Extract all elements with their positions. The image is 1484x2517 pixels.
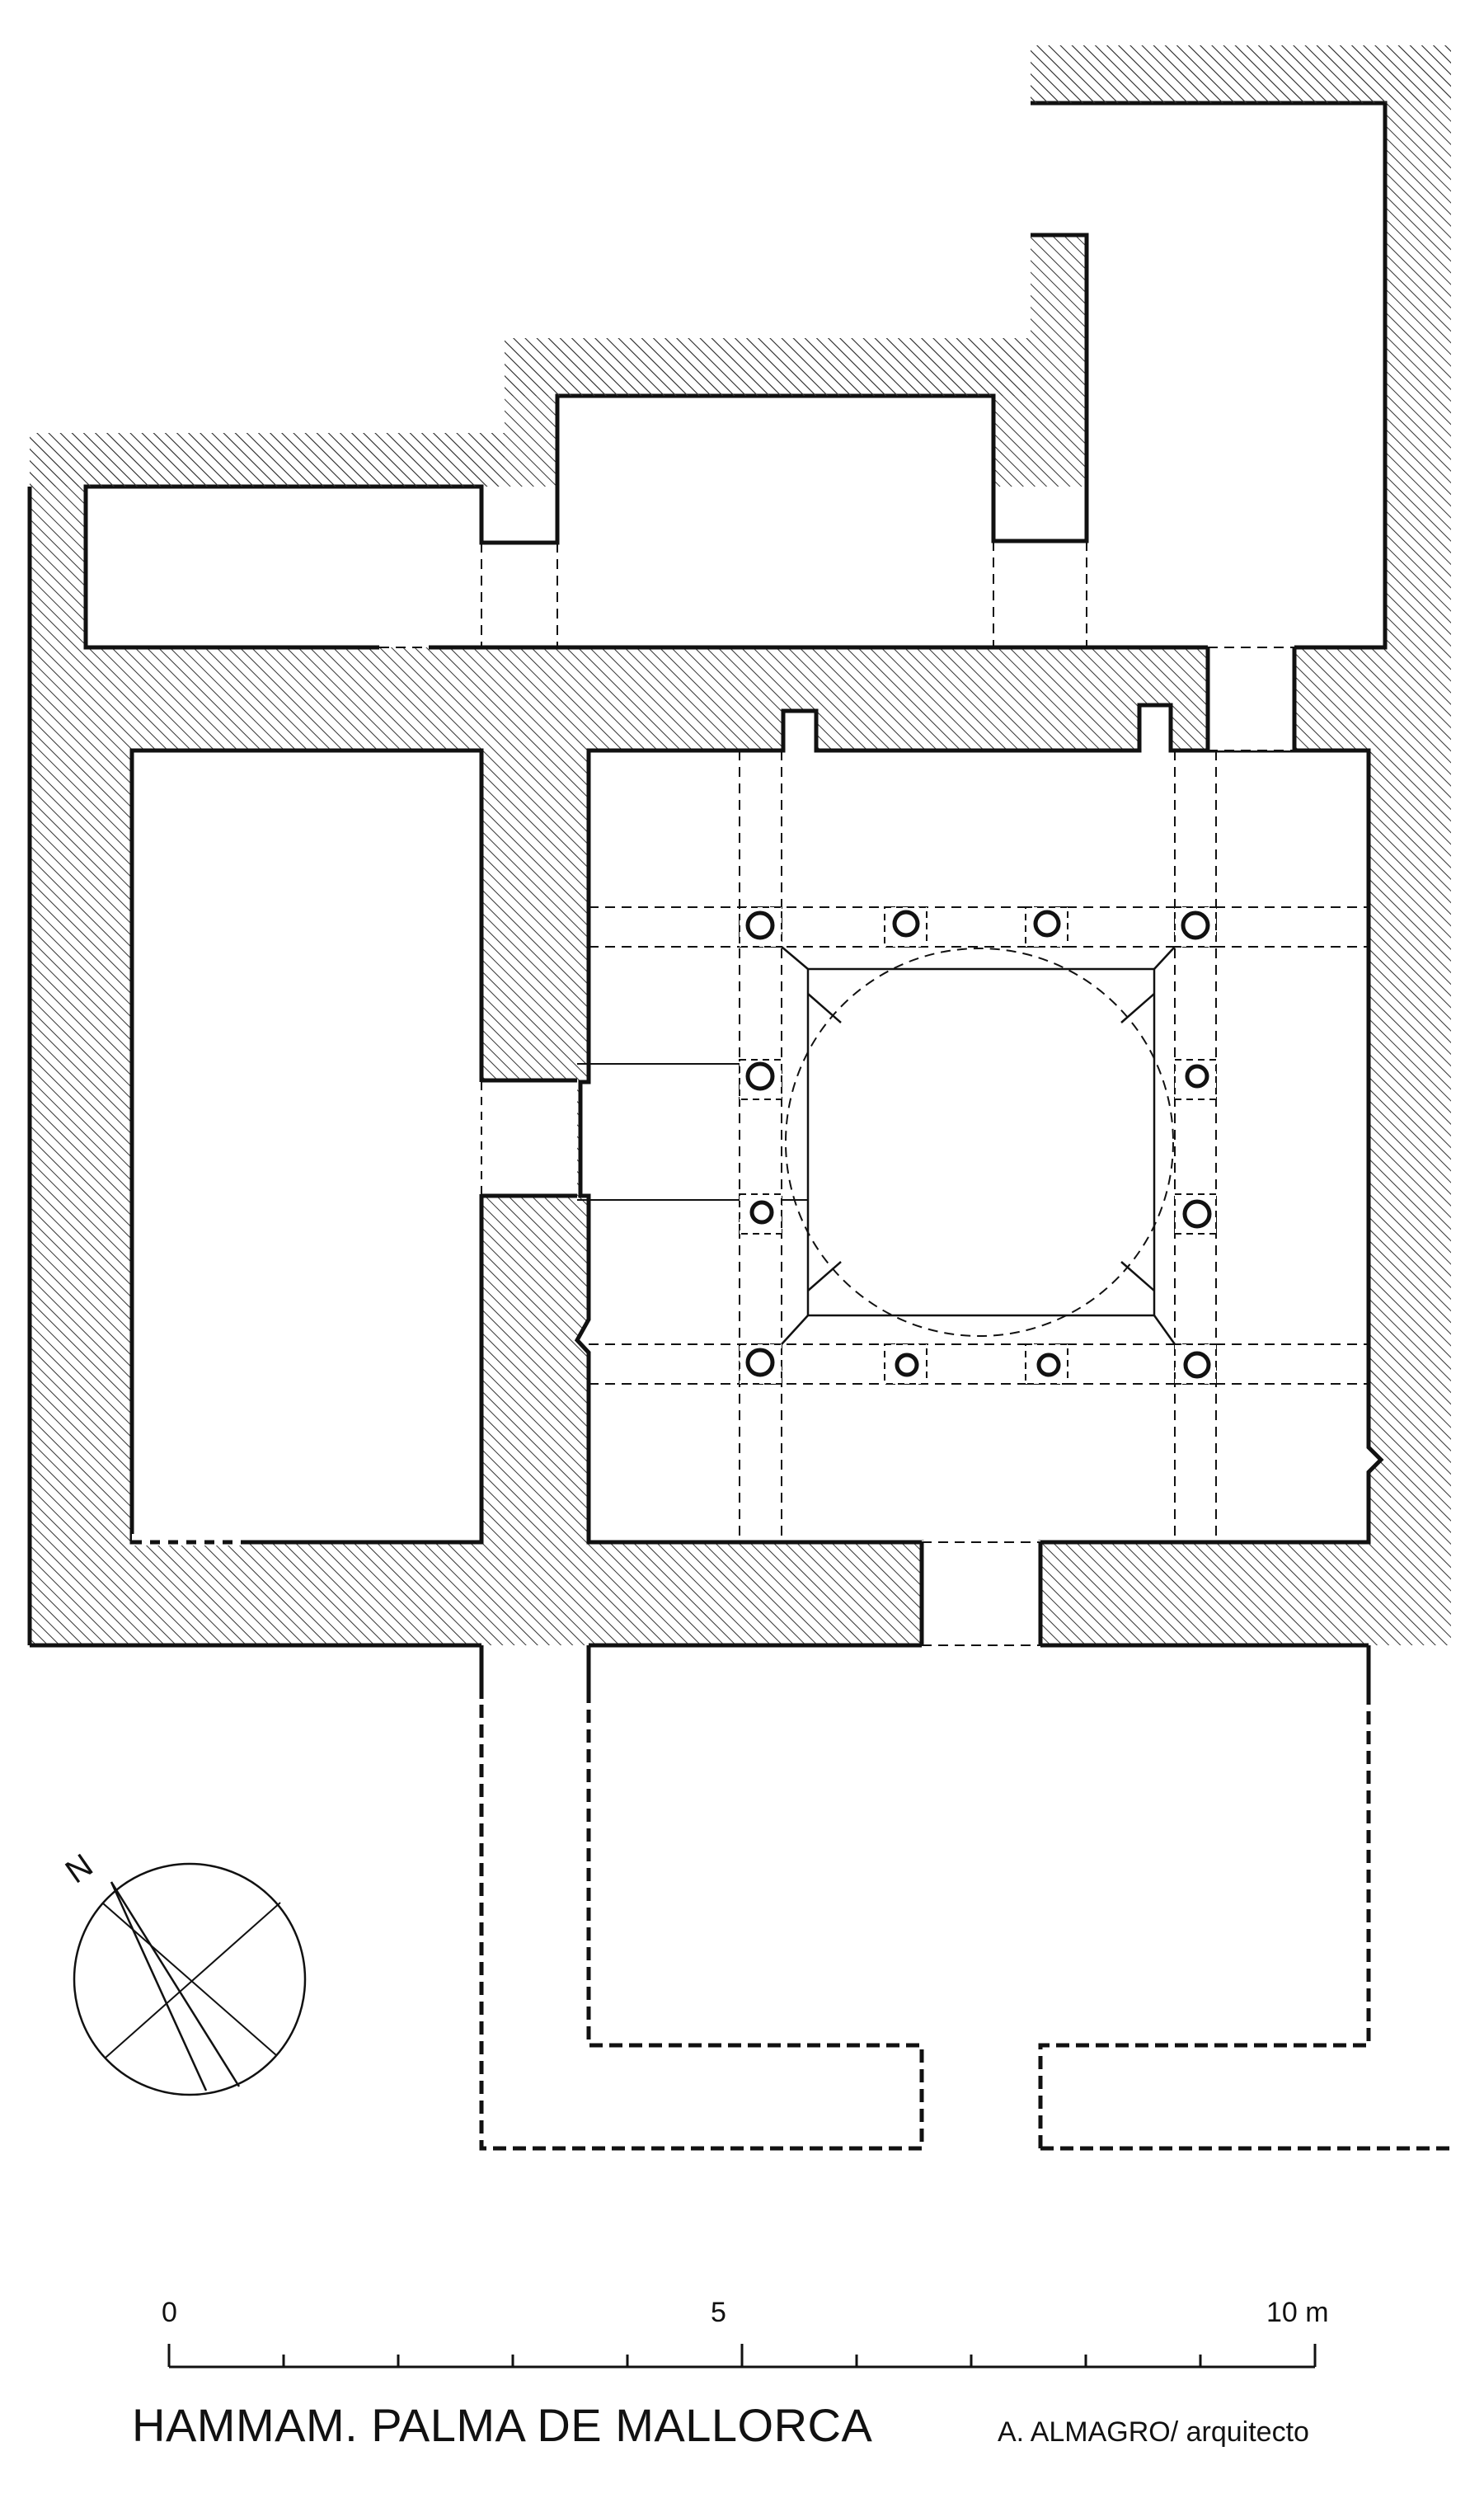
column (1183, 1351, 1211, 1379)
column (1036, 1353, 1061, 1377)
scale-label-0: 0 (162, 2297, 177, 2328)
north-arrow-icon (73, 1862, 307, 2096)
scale-bar (167, 2344, 1317, 2369)
column (745, 1348, 775, 1377)
top-strip-room (86, 487, 1385, 647)
column (745, 910, 775, 940)
column (892, 910, 920, 938)
drawing-author: A. ALMAGRO/ arquitecto (998, 2416, 1309, 2448)
left-door-opening (478, 1082, 577, 1194)
left-room (129, 748, 484, 1545)
central-hall (574, 703, 1384, 1648)
dome-square (781, 946, 1176, 1345)
central-dome-outline (785, 948, 1174, 1337)
scale-label-10: 10 m (1266, 2297, 1329, 2328)
column (1185, 1064, 1209, 1089)
column (1181, 910, 1210, 940)
column (1182, 1199, 1212, 1229)
drawing-title: HAMMAM. PALMA DE MALLORCA (132, 2399, 873, 2451)
vault-grid (589, 750, 1369, 1542)
column (1033, 910, 1061, 938)
south-rooms (479, 1645, 1451, 2151)
column (895, 1353, 919, 1377)
column (745, 1061, 775, 1091)
column (749, 1200, 774, 1225)
column-bases (739, 906, 1217, 1385)
scale-label-5: 5 (711, 2297, 726, 2328)
